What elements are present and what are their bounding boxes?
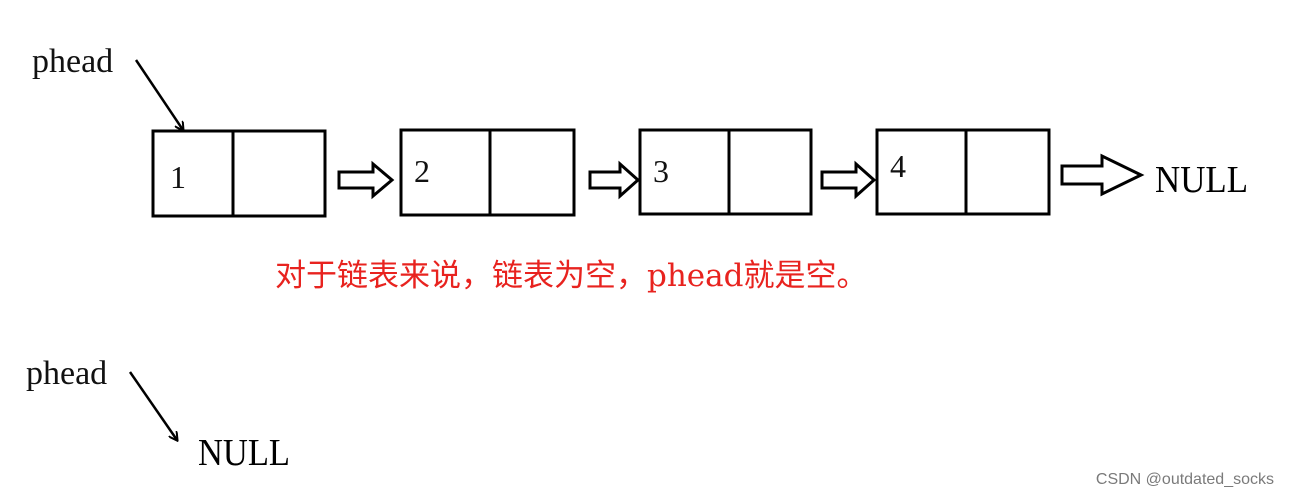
head-pointer-arrow — [134, 59, 183, 130]
head-pointer-label: phead — [32, 43, 113, 80]
next-arrow — [337, 160, 395, 200]
node-value: 2 — [414, 153, 430, 189]
empty-null-label: NULL — [198, 432, 290, 474]
watermark: CSDN @outdated_socks — [1095, 471, 1274, 488]
node-value: 4 — [890, 148, 906, 184]
next-arrow — [588, 160, 641, 200]
list-node-3: 3 — [638, 128, 813, 216]
list-node-4: 4 — [875, 128, 1051, 216]
list-node-2: 2 — [399, 128, 576, 217]
node-value: 3 — [653, 153, 669, 189]
tail-null-label: NULL — [1155, 159, 1248, 201]
node-box — [875, 128, 1051, 216]
node-value: 1 — [170, 159, 186, 195]
node-box — [399, 128, 576, 217]
list-node-1: 1 — [151, 129, 327, 218]
node-box — [638, 128, 813, 216]
caption-text: 对于链表来说，链表为空，phead就是空。 — [275, 258, 867, 294]
empty-head-pointer-label: phead — [26, 355, 107, 392]
empty-head-pointer-arrow — [128, 371, 177, 440]
next-arrow — [820, 160, 877, 200]
node-box — [151, 129, 327, 218]
tail-arrow — [1060, 153, 1145, 197]
